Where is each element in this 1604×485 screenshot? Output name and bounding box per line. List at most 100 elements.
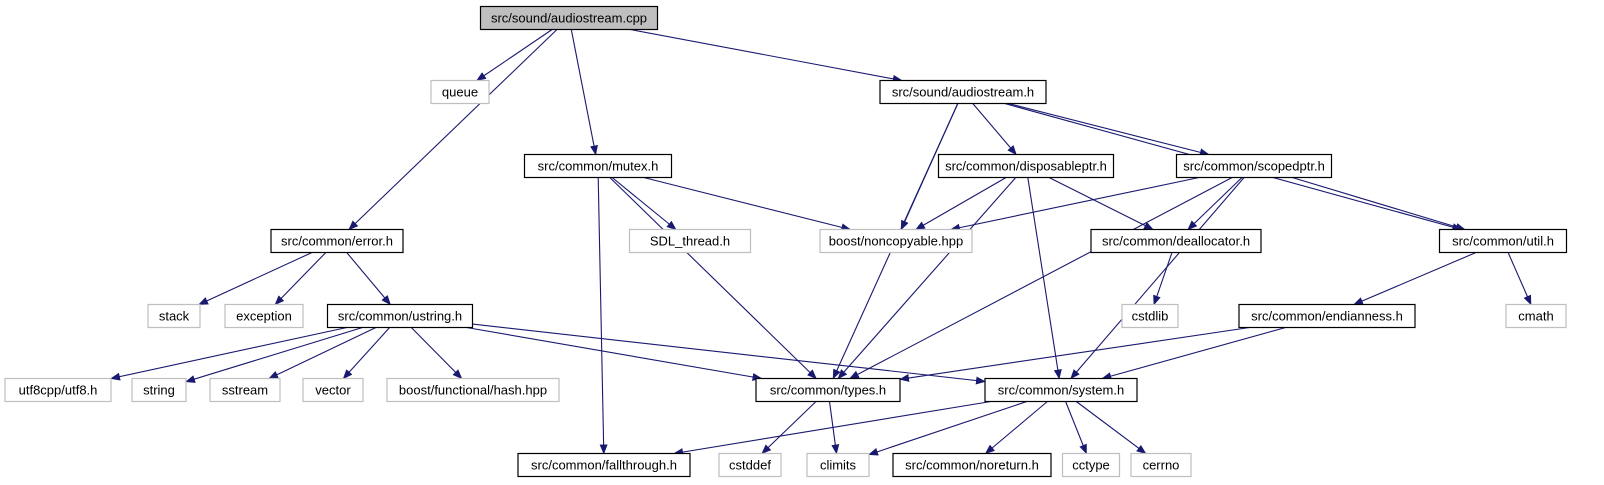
node-box [479,5,659,31]
node-box [1061,452,1121,478]
node-box [1090,228,1262,254]
edge-mutex_h-to-fallthrough_h [597,177,608,455]
edge-ustring_h-to-types_h [466,326,763,381]
node-box [879,79,1047,105]
node-string[interactable]: string [131,377,187,403]
edge-error_h-to-ustring_h [346,252,391,306]
node-noncopyable-hpp[interactable]: boost/noncopyable.hpp [819,228,973,254]
node-endianness-h[interactable]: src/common/endianness.h [1238,303,1416,329]
edge-ustring_h-to-system_h [472,323,986,385]
node-box [326,303,474,329]
node-label: climits [820,458,857,473]
edge-audiostream_cpp-to-error_h [348,29,558,231]
node-audiostream-h[interactable]: src/sound/audiostream.h [879,79,1047,105]
node-label: cctype [1072,458,1110,473]
edge-disposableptr_h-to-system_h [1027,177,1062,380]
node-label: src/common/fallthrough.h [531,458,677,473]
node-stack[interactable]: stack [147,303,201,329]
edge-audiostream_cpp-to-audiostream_h [630,28,903,83]
node-label: src/common/deallocator.h [1102,234,1250,249]
node-box [1505,303,1567,329]
edge-disposableptr_h-to-types_h [837,177,1017,380]
edge-ustring_h-to-utf8_h [110,326,348,381]
node-label: SDL_thread.h [650,234,730,249]
node-box [628,228,752,254]
node-error-h[interactable]: src/common/error.h [270,228,404,254]
node-label: boost/noncopyable.hpp [829,234,963,249]
node-box [937,153,1115,179]
node-box [755,377,901,403]
node-fallthrough-h[interactable]: src/common/fallthrough.h [517,452,691,478]
edge-scopedptr_h-to-noncopyable_hpp [949,176,1200,232]
node-system-h[interactable]: src/common/system.h [984,377,1138,403]
node-label: src/common/system.h [998,383,1124,398]
node-label: exception [236,309,292,324]
node-cstddef[interactable]: cstddef [718,452,782,478]
node-label: cmath [1518,309,1553,324]
node-label: src/sound/audiostream.h [892,85,1034,100]
edge-mutex_h-to-noncopyable_hpp [643,176,852,232]
edge-system_h-to-cerrno [1075,401,1147,455]
node-util-h[interactable]: src/common/util.h [1438,228,1568,254]
edge-mutex_h-to-sdl_thread_h [611,177,677,231]
node-disposableptr-h[interactable]: src/common/disposableptr.h [937,153,1115,179]
node-cerrno[interactable]: cerrno [1130,452,1192,478]
node-ustring-h[interactable]: src/common/ustring.h [326,303,474,329]
node-box [147,303,201,329]
edge-endianness_h-to-types_h [899,326,1250,382]
node-label: vector [315,383,351,398]
node-box [1121,303,1179,329]
node-label: boost/functional/hash.hpp [399,383,547,398]
node-climits[interactable]: climits [806,452,870,478]
node-vector[interactable]: vector [302,377,364,403]
edge-ustring_h-to-hash_hpp [410,327,463,380]
node-box [984,377,1138,403]
node-hash-hpp[interactable]: boost/functional/hash.hpp [386,377,560,403]
edge-util_h-to-cmath [1507,252,1532,306]
edge-audiostream_cpp-to-mutex_h [570,29,598,156]
node-cmath[interactable]: cmath [1505,303,1567,329]
edge-mutex_h-to-types_h [609,177,817,380]
node-box [1238,303,1416,329]
node-box [892,452,1052,478]
node-audiostream-cpp[interactable]: src/sound/audiostream.cpp [479,5,659,31]
node-box [430,79,490,105]
nodes-layer: src/sound/audiostream.cpp queue src/sound/… [4,5,1568,478]
node-box [1130,452,1192,478]
node-queue[interactable]: queue [430,79,490,105]
edge-ustring_h-to-string [185,326,363,383]
edge-deallocator_h-to-cstdlib [1153,252,1173,306]
node-sdl-thread-h[interactable]: SDL_thread.h [628,228,752,254]
node-label: cerrno [1143,458,1180,473]
node-box [523,153,673,179]
edge-audiostream_cpp-to-queue [476,29,553,82]
node-types-h[interactable]: src/common/types.h [755,377,901,403]
edge-system_h-to-climits [868,400,1027,456]
node-cstdlib[interactable]: cstdlib [1121,303,1179,329]
node-label: cstddef [729,458,771,473]
node-deallocator-h[interactable]: src/common/deallocator.h [1090,228,1262,254]
node-box [131,377,187,403]
edge-error_h-to-exception [274,252,327,306]
node-label: cstdlib [1132,309,1169,324]
node-cctype[interactable]: cctype [1061,452,1121,478]
node-noreturn-h[interactable]: src/common/noreturn.h [892,452,1052,478]
node-label: src/sound/audiostream.cpp [491,11,647,26]
edge-system_h-to-fallthrough_h [673,400,991,456]
node-scopedptr-h[interactable]: src/common/scopedptr.h [1175,153,1333,179]
node-utf8-h[interactable]: utf8cpp/utf8.h [4,377,112,403]
node-mutex-h[interactable]: src/common/mutex.h [523,153,673,179]
node-exception[interactable]: exception [224,303,304,329]
node-label: src/common/endianness.h [1251,309,1403,324]
node-label: src/common/scopedptr.h [1183,159,1325,174]
node-sstream[interactable]: sstream [209,377,281,403]
edge-ustring_h-to-sstream [268,327,377,379]
edge-scopedptr_h-to-util_h [1292,176,1466,231]
edge-audiostream_h-to-scopedptr_h [1008,102,1210,157]
node-box [806,452,870,478]
node-box [224,303,304,329]
edge-disposableptr_h-to-deallocator_h [1048,177,1154,230]
edge-system_h-to-noreturn_h [984,401,1048,455]
node-box [209,377,281,403]
